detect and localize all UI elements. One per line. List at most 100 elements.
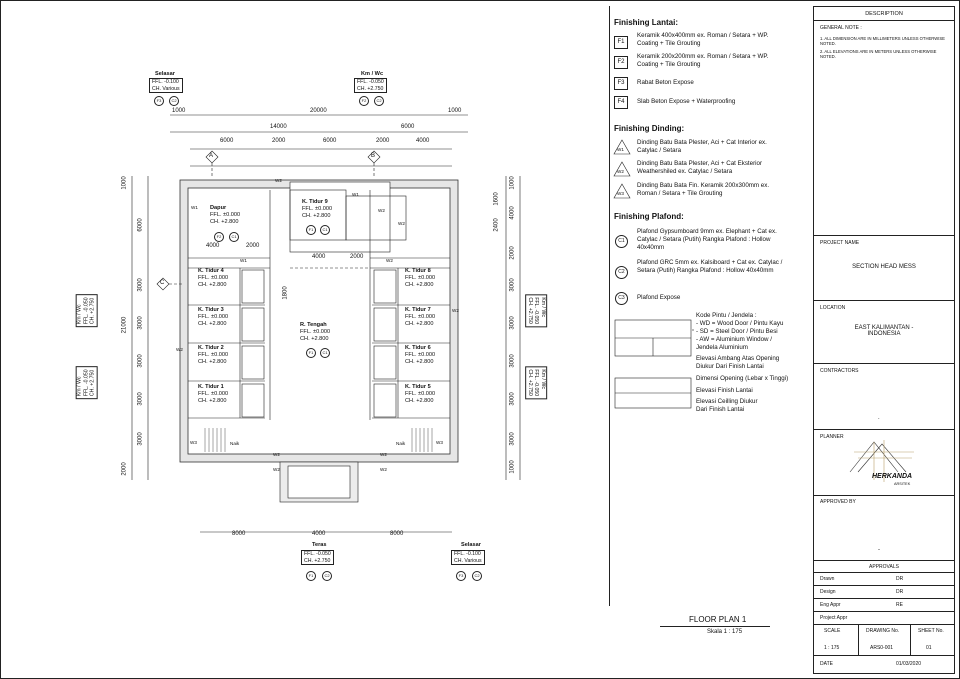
grid-label-a: A <box>209 153 214 159</box>
wall-tag: W2 <box>380 467 387 472</box>
door-legend-note: Dimensi Opening (Lebar x Tinggi) <box>696 375 789 382</box>
description-header: DESCRIPTION <box>865 11 903 17</box>
code-f3: F3 <box>614 77 628 90</box>
wall-tag: W1 <box>240 258 247 263</box>
code-f1: F1 <box>614 36 628 49</box>
dim-right: 3000 <box>509 432 516 446</box>
wall-tag: W2 <box>275 178 282 183</box>
code-c3: C3 <box>615 292 628 305</box>
ceiling-tag: C2 <box>322 571 332 581</box>
code-c1: C1 <box>615 235 628 248</box>
ceiling-tag: C1 <box>320 348 330 358</box>
wall-tag: W2 <box>452 308 459 313</box>
desc-f3: Rabat Beton Expose <box>637 79 694 86</box>
tb-divider <box>814 598 954 599</box>
ceiling-tag: C2 <box>374 96 384 106</box>
dim-top: 4000 <box>416 138 430 144</box>
desc-w2: Dinding Batu Bata Plester, Aci + Cat Eks… <box>637 160 763 175</box>
dim-left: 1000 <box>121 176 128 190</box>
project-appr-label: Project Appr <box>820 615 848 621</box>
approved-value: - <box>878 547 880 553</box>
dim-inner: 2000 <box>246 243 260 249</box>
contractors-label: CONTRACTORS <box>820 368 859 374</box>
title-block: DESCRIPTION GENERAL NOTE : 1. ALL DIMENS… <box>813 6 955 674</box>
grid-label-c: C <box>160 280 165 286</box>
date-value: 01/03/2020 <box>896 661 922 667</box>
wall-tag: W2 <box>378 208 385 213</box>
floor-plan-drawing <box>131 114 521 533</box>
finishing-dinding-title: Finishing Dinding: <box>614 124 685 133</box>
plan-title-underline <box>660 626 770 627</box>
dim-left: 3000 <box>137 278 144 292</box>
approved-label: APPROVED BY <box>820 499 856 505</box>
approvals-label: APPROVALS <box>869 564 899 570</box>
dim-right: 4000 <box>509 206 516 220</box>
wall-tag: W1 <box>352 192 359 197</box>
dim-left: 3000 <box>137 316 144 330</box>
tb-divider <box>814 300 954 301</box>
tb-divider <box>814 572 954 573</box>
wall-tag: W2 <box>380 452 387 457</box>
dim-right: 3000 <box>509 392 516 406</box>
ceiling-tag: C2 <box>169 96 179 106</box>
floor-tag: F3 <box>456 571 466 581</box>
door-legend-note: Elevasi Ambang Atas Opening <box>696 355 780 362</box>
door-legend-note: Diukur Dari Finish Lantai <box>696 363 764 370</box>
tb-divider <box>814 429 954 430</box>
wall-tag: W2 <box>398 221 405 226</box>
tb-divider <box>814 611 954 612</box>
drawing-no-value: ARS0-001 <box>870 645 894 651</box>
wall-tag: W3 <box>436 440 443 445</box>
dim-inner: 1800 <box>282 286 289 300</box>
room-name: Selasar <box>461 542 481 548</box>
project-name-label: PROJECT NAME <box>820 240 860 246</box>
tb-divider <box>814 235 954 236</box>
stair-label: Naik <box>396 441 406 446</box>
dim-bottom: 8000 <box>390 531 404 537</box>
code-w3: W3 <box>617 191 624 196</box>
scale-value: 1 : 175 <box>824 645 840 651</box>
desc-c3: Plafond Expose <box>637 294 681 301</box>
dim-right: 3000 <box>509 316 516 330</box>
floor-tag: F2 <box>214 232 224 242</box>
code-w2: W2 <box>617 169 624 174</box>
door-legend-line: - AW = Aluminium Window / <box>696 336 772 343</box>
floor-tag: F1 <box>306 571 316 581</box>
drawn-value: DR <box>896 576 904 582</box>
ceiling-tag: C1 <box>320 225 330 235</box>
dim-right: 2400 <box>493 218 500 232</box>
scale-label: SCALE <box>824 628 841 634</box>
dim-top: 1000 <box>172 108 186 114</box>
finishing-lantai-title: Finishing Lantai: <box>614 18 678 27</box>
contractors-value: . <box>878 415 880 421</box>
dim-left: 21000 <box>121 316 128 334</box>
tb-divider <box>814 20 954 21</box>
door-legend-line: - WD = Wood Door / Pintu Kayu <box>696 320 784 327</box>
code-w1: W1 <box>617 147 624 152</box>
dim-right: 3000 <box>509 278 516 292</box>
door-legend-line: Jendela Aluminium <box>696 344 748 351</box>
floor-tag: F1 <box>306 348 316 358</box>
grid-label-b: B <box>371 153 376 159</box>
drawing-no-label: DRAWING No. <box>866 628 900 634</box>
tb-col-divider <box>858 624 859 655</box>
planner-logo-icon <box>849 440 914 482</box>
dim-inner: 2000 <box>350 254 364 260</box>
room-name: Selasar <box>155 71 175 77</box>
door-legend-line: - SD = Steel Door / Pintu Besi <box>696 328 778 335</box>
wall-tag: W2 <box>273 452 280 457</box>
dim-left: 3000 <box>137 432 144 446</box>
wall-tag: W2 <box>273 467 280 472</box>
planner-label: PLANNER <box>820 434 844 440</box>
dim-bottom: 8000 <box>232 531 246 537</box>
tb-divider <box>814 363 954 364</box>
room-name: Km / Wc <box>361 71 384 77</box>
